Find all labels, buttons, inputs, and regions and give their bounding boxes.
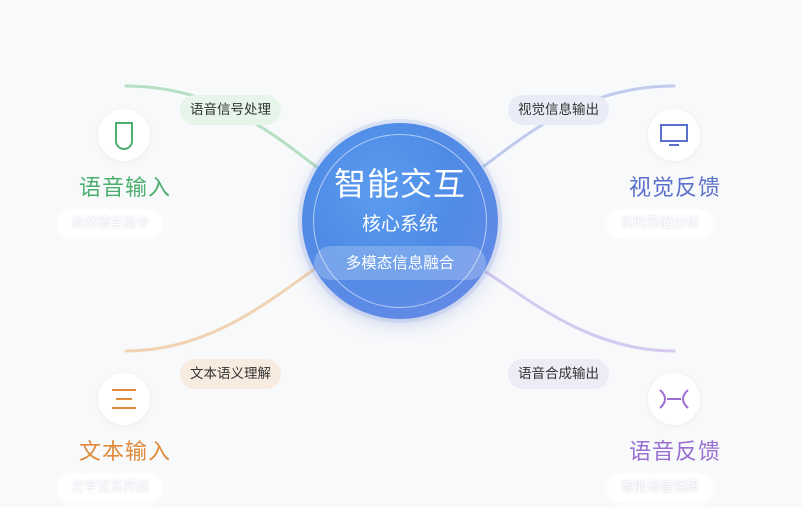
hub-title: 智能交互	[333, 165, 466, 203]
hub-subtitle: 核心系统	[361, 213, 438, 235]
connector-label-text-semantics: 文本语义理解	[180, 359, 281, 389]
microphone-icon	[98, 109, 150, 161]
node-desc-text-input: 文字交互界面	[57, 474, 164, 502]
node-desc-visual-feedback: 实时界面分析	[607, 210, 714, 238]
node-title-text-input: 文本输入	[78, 440, 171, 465]
node-title-voice-feedback: 语音反馈	[628, 440, 721, 465]
core-system-hub: 智能交互 核心系统 多模态信息融合	[302, 123, 498, 319]
speaker-wave-icon	[648, 373, 700, 425]
connector-label-speech-synthesis: 语音合成输出	[508, 359, 609, 389]
node-title-visual-feedback: 视觉反馈	[628, 176, 721, 201]
connector-label-voice-signal: 语音信号处理	[180, 95, 281, 125]
text-lines-icon	[98, 373, 150, 425]
hub-fusion-pill: 多模态信息融合	[314, 246, 486, 280]
connector-label-visual-output: 视觉信息输出	[508, 95, 609, 125]
hub-inner-ring	[313, 134, 487, 308]
connector-line-text-input	[124, 266, 318, 353]
connector-line-voice-feedback	[484, 270, 676, 353]
node-desc-voice-feedback: 智能语音播报	[607, 474, 714, 502]
monitor-icon	[648, 109, 700, 161]
node-title-voice-input: 语音输入	[78, 176, 171, 201]
node-desc-voice-input: 自然语言指令	[57, 210, 164, 238]
